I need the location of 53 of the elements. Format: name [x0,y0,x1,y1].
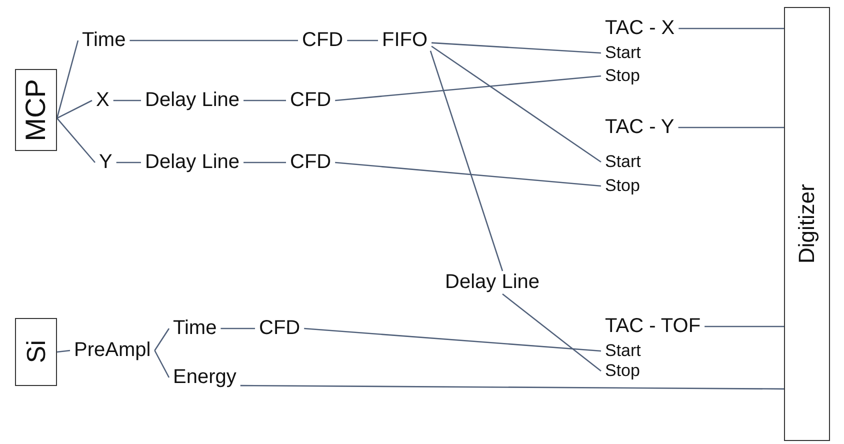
node-label: Delay Line [141,89,244,112]
node-label: X [92,89,114,112]
node-label: Y [95,151,116,174]
connector-line [220,328,255,330]
connector-line [116,162,141,164]
device-box [15,69,57,151]
connector-line [56,100,92,119]
node-label: TAC - Y [601,116,678,139]
node-label: Stop [601,361,644,381]
node-label: Delay Line [441,271,544,294]
node-label: PreAmpl [70,339,155,362]
connector-line [56,40,79,118]
connector-line [56,350,70,353]
connector-line [244,162,286,164]
connector-line [56,118,96,163]
connector-line [154,350,170,378]
node-label: Stop [601,176,644,196]
node-label: CFD [255,317,304,340]
device-box [15,318,57,386]
connector-line [304,328,602,352]
node-label: Delay Line [141,151,244,174]
connector-line [113,100,141,102]
node-label: Time [169,317,221,340]
device-label: Si [23,340,49,364]
node-label: FIFO [378,29,432,52]
connector-line [335,75,602,102]
node-label: CFD [298,29,348,52]
node-label: CFD [286,151,336,174]
node-label: Start [601,152,645,172]
node-label: TAC - X [601,17,679,40]
node-label: Start [601,341,645,361]
connector-line [130,40,298,42]
connector-line [432,42,602,54]
connector-line [704,326,784,328]
connector-line [244,100,286,102]
node-label: Time [78,29,130,52]
device-label: Digitizer [796,184,818,264]
connector-line [430,50,504,272]
device-label: MCP [22,78,50,142]
connector-line [240,384,784,390]
connector-line [431,46,602,163]
connector-line [678,28,784,30]
connector-line [502,293,602,372]
node-label: Energy [169,366,240,389]
node-label: CFD [286,89,336,112]
node-label: Stop [601,66,644,86]
device-box [784,7,830,441]
node-label: TAC - TOF [601,315,705,338]
connector-line [347,40,378,42]
node-label: Start [601,43,645,63]
connector-line [335,162,602,187]
connector-line [678,126,784,128]
connector-line [154,328,170,351]
